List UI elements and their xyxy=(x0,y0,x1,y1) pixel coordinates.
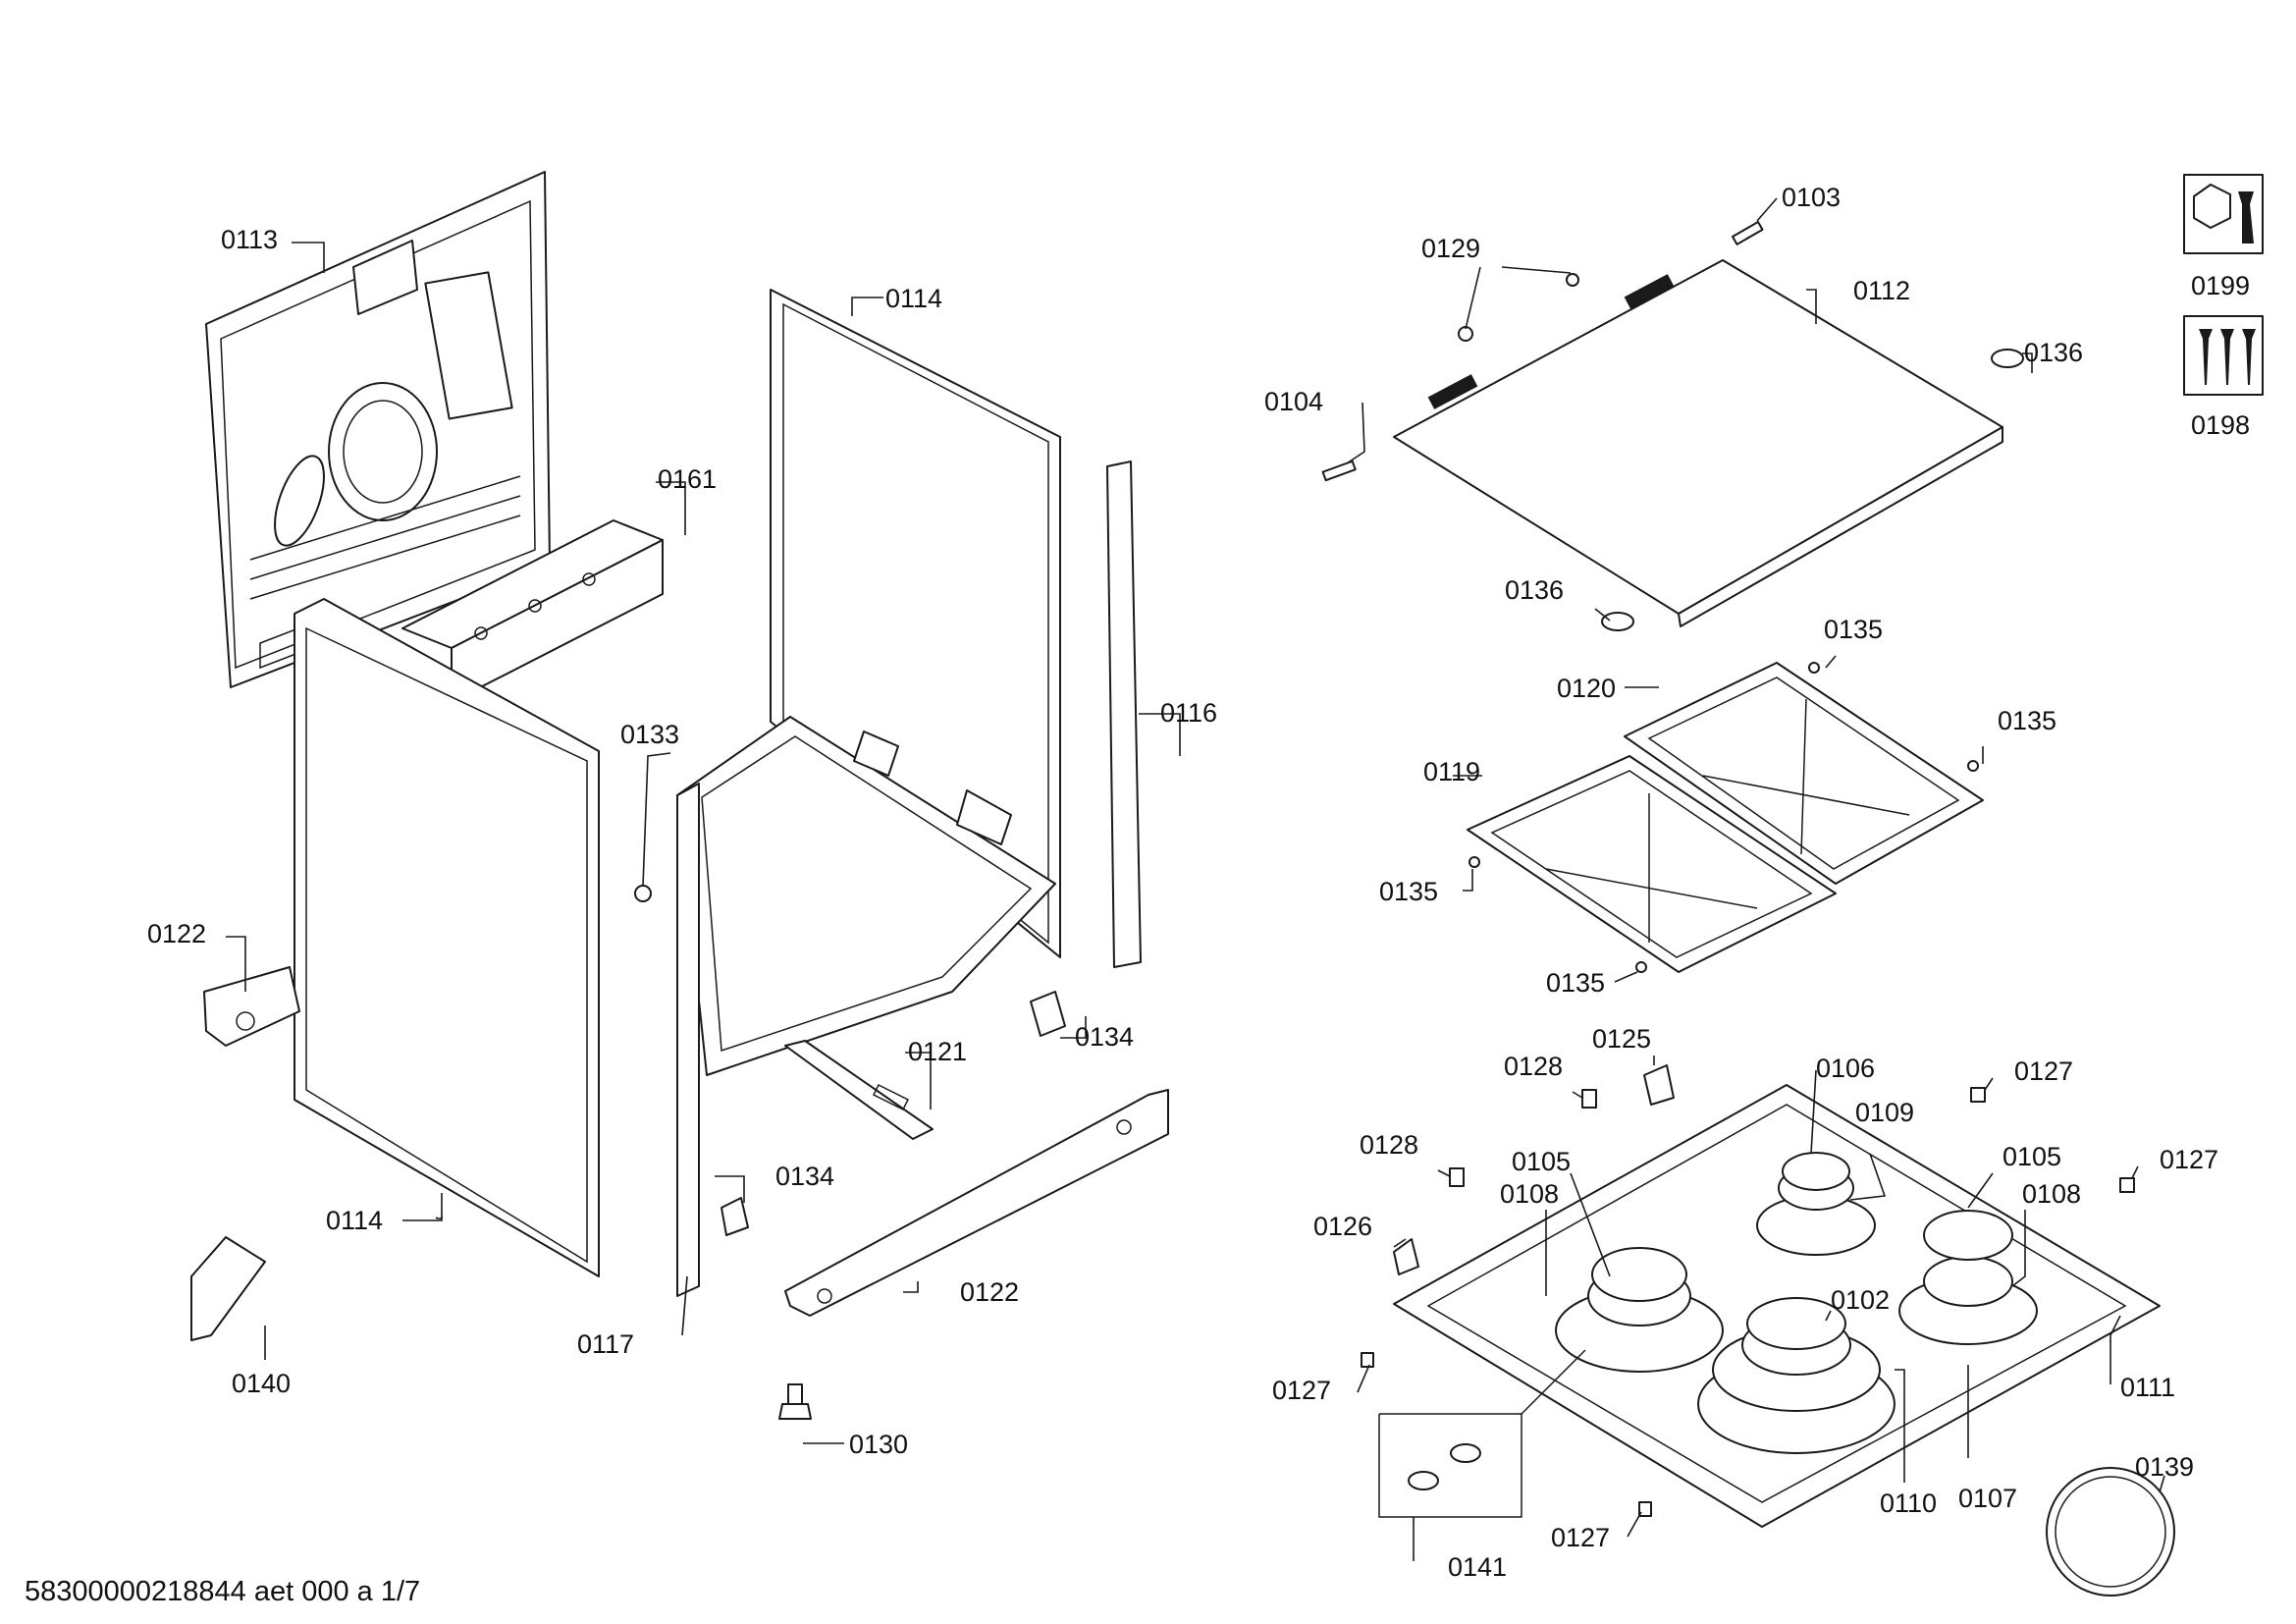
label-0128-a: 0128 xyxy=(1504,1052,1563,1081)
label-0108-a: 0108 xyxy=(1500,1179,1559,1209)
part-rear-brace xyxy=(401,519,664,703)
label-0161: 0161 xyxy=(658,464,717,494)
label-0102: 0102 xyxy=(1831,1285,1890,1315)
part-clip-b xyxy=(721,1197,749,1236)
part-corner-bracket xyxy=(190,1236,266,1341)
label-0108-b: 0108 xyxy=(2022,1179,2081,1209)
part-inset-0141 xyxy=(1378,1349,1586,1518)
part-front-strip xyxy=(676,783,700,1297)
part-grate-left xyxy=(1467,755,1837,973)
part-foot-screw xyxy=(778,1383,812,1420)
label-0133: 0133 xyxy=(620,720,679,749)
part-screw-0103 xyxy=(1732,221,1764,245)
label-0134-b: 0134 xyxy=(775,1162,834,1191)
part-side-panel-left xyxy=(294,598,600,1277)
label-0106: 0106 xyxy=(1816,1054,1875,1083)
label-0127-c: 0127 xyxy=(1272,1376,1331,1405)
label-0127-a: 0127 xyxy=(2014,1056,2073,1086)
part-clip-0128b xyxy=(1449,1167,1465,1187)
label-0141: 0141 xyxy=(1448,1552,1507,1582)
label-0129: 0129 xyxy=(1421,234,1480,263)
label-0135-d: 0135 xyxy=(1546,968,1605,998)
part-labels: 0113 0114 0161 0133 0116 0122 0121 0134 … xyxy=(147,183,2250,1582)
label-0125: 0125 xyxy=(1592,1024,1651,1054)
part-clip-0126 xyxy=(1393,1238,1419,1275)
label-0105-a: 0105 xyxy=(1512,1147,1571,1176)
part-clip-0128a xyxy=(1581,1089,1597,1109)
label-0136-b: 0136 xyxy=(1505,575,1564,605)
label-0120: 0120 xyxy=(1557,674,1616,703)
part-ring-0139 xyxy=(2046,1467,2175,1597)
part-bracket-left xyxy=(203,966,300,1047)
part-burner-front-right xyxy=(1898,1210,2038,1345)
part-screw-0104 xyxy=(1321,460,1357,482)
part-caps-0129 xyxy=(1458,273,1579,342)
screws-icon xyxy=(2183,315,2264,396)
label-0122-left: 0122 xyxy=(147,919,206,948)
part-pads-0135 xyxy=(1468,662,1979,973)
label-0114-rear: 0114 xyxy=(885,284,942,313)
label-0114-front: 0114 xyxy=(326,1206,383,1235)
part-bracket-long xyxy=(784,1089,1169,1317)
part-clips-0127 xyxy=(1361,1087,2135,1517)
part-bumper-0136b xyxy=(1601,612,1634,631)
label-0105-b: 0105 xyxy=(2002,1142,2061,1171)
leader-lines xyxy=(226,197,2165,1561)
label-0135-b: 0135 xyxy=(1998,706,2056,735)
label-0119: 0119 xyxy=(1423,757,1480,786)
part-grate-right xyxy=(1624,662,1984,885)
label-0104: 0104 xyxy=(1264,387,1323,416)
part-burner-front-wok xyxy=(1697,1297,1896,1454)
document-footer: 58300000218844 aet 000 a 1/7 xyxy=(25,1576,420,1607)
label-0111: 0111 xyxy=(2120,1373,2175,1402)
wrench-nut-icon xyxy=(2183,174,2264,254)
part-burner-rear-left xyxy=(1555,1247,1724,1373)
label-0121: 0121 xyxy=(908,1037,967,1066)
label-0136-a: 0136 xyxy=(2024,338,2083,367)
label-0122-long: 0122 xyxy=(960,1277,1019,1307)
part-clip-0125 xyxy=(1643,1064,1675,1106)
part-bottom-tray xyxy=(676,716,1056,1076)
label-0116: 0116 xyxy=(1160,698,1217,728)
label-0135-a: 0135 xyxy=(1824,615,1883,644)
label-0113: 0113 xyxy=(221,225,278,254)
label-0139: 0139 xyxy=(2135,1452,2194,1482)
part-clip-a xyxy=(1030,991,1066,1037)
part-burner-rear-right xyxy=(1756,1152,1876,1256)
part-plug xyxy=(634,885,652,902)
part-cover-lid xyxy=(1393,259,2003,627)
label-0112: 0112 xyxy=(1853,276,1910,305)
label-0110: 0110 xyxy=(1880,1489,1937,1518)
label-0198: 0198 xyxy=(2191,410,2250,440)
part-side-strip xyxy=(1106,460,1142,968)
part-bumper-0136a xyxy=(1991,349,2024,368)
label-0117: 0117 xyxy=(577,1329,634,1359)
label-0140: 0140 xyxy=(232,1369,291,1398)
label-0199: 0199 xyxy=(2191,271,2250,300)
part-back-panel xyxy=(205,171,551,688)
label-0134-a: 0134 xyxy=(1075,1022,1134,1052)
part-side-panel-right xyxy=(770,289,1061,958)
part-rail xyxy=(784,1040,934,1140)
label-0128-b: 0128 xyxy=(1360,1130,1418,1160)
label-0127-d: 0127 xyxy=(1551,1523,1610,1552)
label-0109: 0109 xyxy=(1855,1098,1914,1127)
label-0127-b: 0127 xyxy=(2160,1145,2218,1174)
label-0103: 0103 xyxy=(1782,183,1841,212)
label-0135-c: 0135 xyxy=(1379,877,1438,906)
label-0107: 0107 xyxy=(1958,1484,2017,1513)
label-0130: 0130 xyxy=(849,1430,908,1459)
label-0126: 0126 xyxy=(1313,1212,1372,1241)
